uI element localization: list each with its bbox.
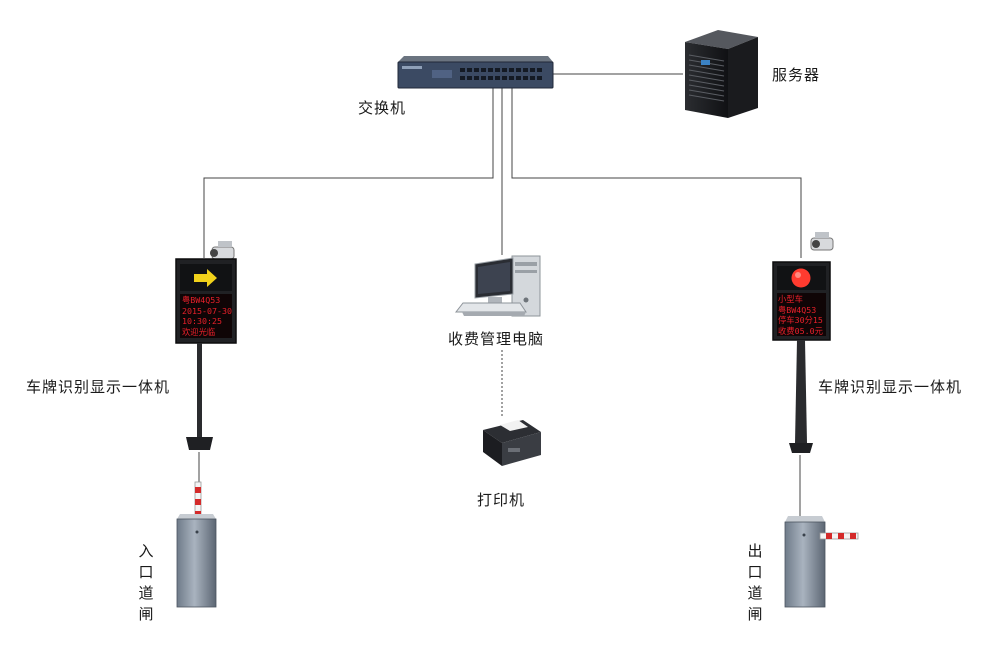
entry-led-line: 2015-07-30 bbox=[182, 305, 232, 316]
entry-gate-label: 入口道闸 bbox=[138, 542, 154, 623]
exit-gate-label: 出口道闸 bbox=[747, 542, 763, 623]
network-switch-icon bbox=[397, 56, 554, 89]
computer-icon bbox=[454, 255, 541, 317]
printer-label: 打印机 bbox=[477, 491, 526, 509]
entry-terminal-label: 车牌识别显示一体机 bbox=[26, 378, 171, 396]
exit-led-display: 小型车 粤BW4Q53 停车30分15 收费05.0元 bbox=[778, 294, 826, 336]
exit-led-line: 停车30分15 bbox=[778, 315, 823, 326]
pc-label: 收费管理电脑 bbox=[448, 330, 545, 348]
exit-led-line: 小型车 bbox=[778, 294, 803, 304]
entry-led-line: 欢迎光临 bbox=[182, 326, 216, 337]
entry-led-display: 粤BW4Q53 2015-07-30 10:30:25 欢迎光临 bbox=[182, 295, 232, 337]
exit-gate-icon bbox=[784, 516, 859, 608]
line-switch-exit bbox=[511, 88, 802, 258]
printer-icon bbox=[483, 420, 541, 466]
exit-led-line: 收费05.0元 bbox=[778, 325, 823, 336]
switch-label: 交换机 bbox=[358, 99, 407, 117]
entry-led-line: 10:30:25 bbox=[182, 316, 222, 327]
exit-terminal-label: 车牌识别显示一体机 bbox=[818, 378, 963, 396]
server-label: 服务器 bbox=[772, 66, 821, 84]
server-icon bbox=[685, 30, 758, 118]
line-switch-entry bbox=[203, 88, 494, 258]
exit-led-line: 粤BW4Q53 bbox=[778, 304, 817, 315]
connection-lines bbox=[198, 73, 802, 516]
exit-terminal-icon bbox=[772, 232, 834, 453]
entry-led-line: 粤BW4Q53 bbox=[182, 295, 221, 305]
entry-gate-icon bbox=[176, 481, 217, 608]
entry-terminal-icon bbox=[175, 241, 237, 450]
